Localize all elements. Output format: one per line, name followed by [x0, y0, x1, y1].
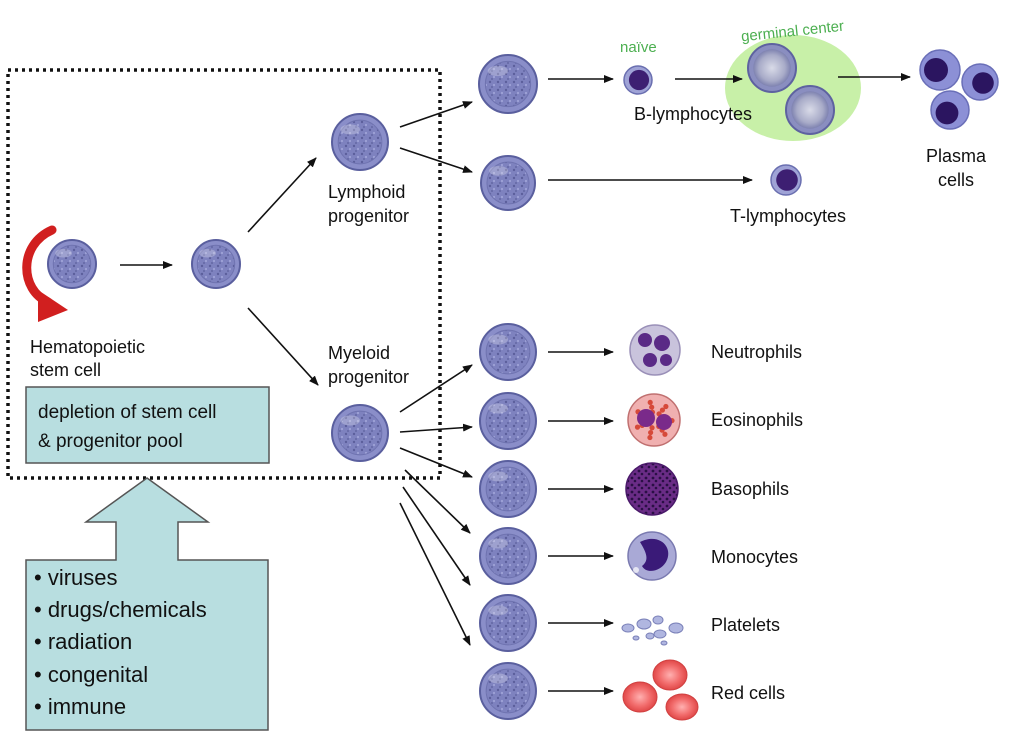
plasma-label-line2: cells	[938, 170, 974, 190]
depletion-box: depletion of stem cell & progenitor pool	[25, 386, 270, 464]
plasma-cell	[919, 49, 961, 91]
causes-arrow: • viruses • drugs/chemicals • radiation …	[25, 477, 269, 731]
cause-item: • radiation	[34, 629, 132, 654]
platelets-label: Platelets	[711, 615, 780, 635]
depletion-line2: & progenitor pool	[38, 431, 183, 452]
plasma-cell	[961, 63, 999, 101]
myeloid-precursor-cell-5	[479, 662, 537, 720]
myeloid-progenitor-cell	[331, 404, 389, 462]
myeloid-precursor-cell-4	[479, 594, 537, 652]
basophils-label: Basophils	[711, 479, 789, 499]
hsc-label-line2: stem cell	[30, 360, 101, 380]
lineage-arrow	[399, 364, 473, 413]
platelets-cells	[621, 615, 684, 646]
germinal-center-cell	[785, 85, 835, 135]
b-precursor-cell	[478, 54, 538, 114]
myeloid-label-line2: progenitor	[328, 367, 409, 387]
lineage-arrow	[404, 469, 471, 534]
multipotent-progenitor-cell	[191, 239, 241, 289]
self-renewal-arrow-icon	[22, 225, 68, 322]
lineage-arrow	[399, 101, 473, 128]
depletion-line1: depletion of stem cell	[38, 402, 217, 423]
hsc-label-line1: Hematopoietic	[30, 337, 145, 357]
eosinophils-label: Eosinophils	[711, 410, 803, 430]
cause-item: • congenital	[34, 662, 148, 687]
neutrophil-cell	[629, 324, 681, 376]
t-lymphocyte-cell	[770, 164, 802, 196]
monocyte-cell	[627, 531, 677, 581]
myeloid-precursor-cell-3	[479, 527, 537, 585]
red-blood-cells	[622, 659, 699, 721]
eosinophil-cell	[627, 393, 681, 447]
b-lymphocytes-label: B-lymphocytes	[634, 104, 752, 124]
naive-label: naïve	[620, 39, 657, 56]
lineage-arrow	[399, 502, 471, 646]
myeloid-precursor-cell-1	[479, 392, 537, 450]
cause-item: • viruses	[34, 565, 118, 590]
cause-item: • immune	[34, 694, 126, 719]
lymphoid-progenitor-cell	[331, 113, 389, 171]
germinal-center-cell	[747, 43, 797, 93]
red-cells-label: Red cells	[711, 683, 785, 703]
myeloid-label-line1: Myeloid	[328, 343, 390, 363]
plasma-cell	[930, 90, 970, 130]
lineage-arrow	[399, 147, 473, 173]
lineage-arrow	[399, 423, 473, 433]
lineage-arrow	[399, 447, 473, 478]
basophil-cell	[625, 462, 679, 516]
naive-b-lymphocyte-cell	[623, 65, 653, 95]
lineage-arrows	[120, 73, 911, 695]
myeloid-precursor-cell-2	[479, 460, 537, 518]
lymphoid-label-line2: progenitor	[328, 206, 409, 226]
myeloid-precursor-cell-0	[479, 323, 537, 381]
monocytes-label: Monocytes	[711, 547, 798, 567]
hematopoietic-stem-cell	[47, 239, 97, 289]
lineage-arrow	[247, 157, 317, 233]
neutrophils-label: Neutrophils	[711, 342, 802, 362]
lymphoid-label-line1: Lymphoid	[328, 182, 405, 202]
t-precursor-cell	[480, 155, 536, 211]
t-lymphocytes-label: T-lymphocytes	[730, 206, 846, 226]
lineage-arrow	[247, 307, 319, 386]
lineage-arrow	[402, 486, 471, 586]
plasma-label-line1: Plasma	[926, 146, 987, 166]
cause-item: • drugs/chemicals	[34, 597, 207, 622]
